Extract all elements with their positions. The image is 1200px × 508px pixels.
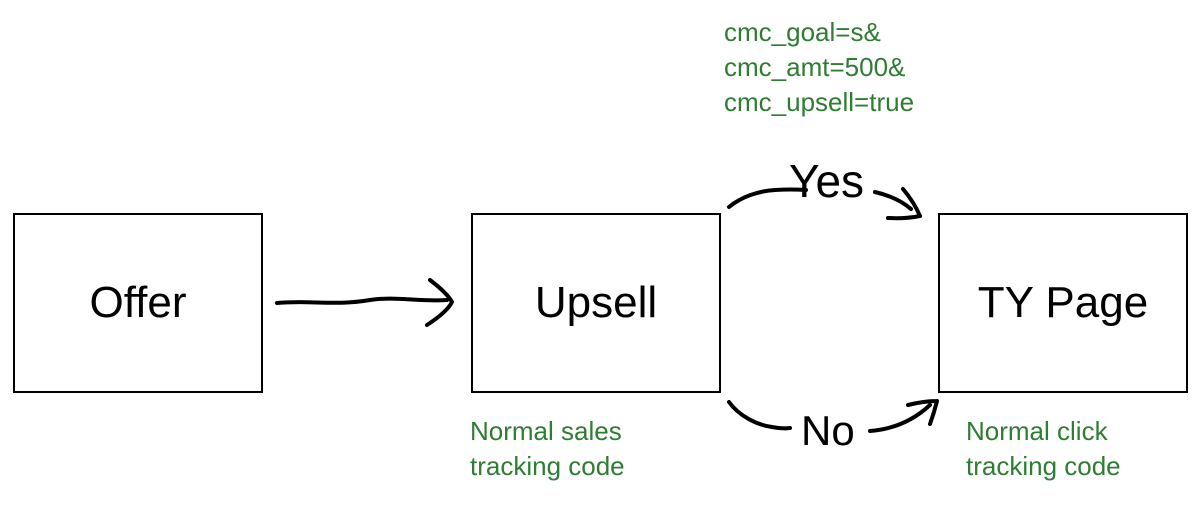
node-offer-label: Offer [89, 278, 187, 327]
yes-arrow-right-segment [873, 190, 913, 211]
edge-label-no: No [801, 407, 855, 454]
edge-label-yes: Yes [789, 155, 865, 207]
query-params-line: cmc_upsell=true [724, 87, 915, 117]
ty-tracking-note-line: Normal click [966, 416, 1108, 446]
arrow-offer-to-upsell-head-icon [425, 278, 454, 327]
node-offer: Offer [13, 213, 263, 393]
no-arrowhead-icon [906, 399, 939, 426]
query-params-line: cmc_goal=s& [724, 17, 881, 47]
no-arrow-left-segment [727, 400, 792, 431]
yes-arrowhead-icon [886, 187, 922, 221]
node-upsell-label: Upsell [534, 278, 658, 327]
arrow-offer-to-upsell-line [275, 296, 449, 305]
ty-tracking-note: Normal click tracking code [966, 414, 1121, 484]
query-params-line: cmc_amt=500& [724, 52, 906, 82]
ty-tracking-note-line: tracking code [966, 451, 1121, 481]
node-ty-page-label: TY Page [977, 278, 1149, 327]
upsell-tracking-note-line: Normal sales [470, 416, 622, 446]
no-arrow-right-segment [868, 403, 932, 433]
node-upsell: Upsell [471, 213, 721, 393]
yes-arrow-left-segment [727, 187, 808, 209]
node-ty-page: TY Page [938, 213, 1188, 393]
query-params-annotation: cmc_goal=s& cmc_amt=500& cmc_upsell=true [724, 15, 914, 120]
upsell-tracking-note: Normal sales tracking code [470, 414, 625, 484]
upsell-tracking-note-line: tracking code [470, 451, 625, 481]
